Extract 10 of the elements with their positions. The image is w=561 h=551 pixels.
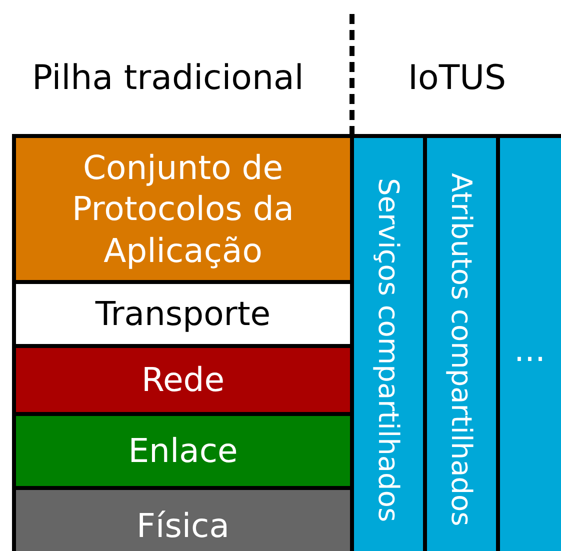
column-heading: IoTUS <box>408 58 506 98</box>
layer-label: Transporte <box>95 293 271 335</box>
layer-label: Enlace <box>128 430 238 472</box>
layer-label: ... <box>514 329 546 371</box>
layer-label: Rede <box>142 359 224 401</box>
layer-label: Física <box>136 505 230 547</box>
layer-label: Conjunto de Protocolos da Aplicação <box>70 147 296 271</box>
layer-label: Atributos compartilhados <box>445 173 478 527</box>
layer-label: Serviços compartilhados <box>372 178 405 522</box>
column-heading: Pilha tradicional <box>32 58 304 98</box>
